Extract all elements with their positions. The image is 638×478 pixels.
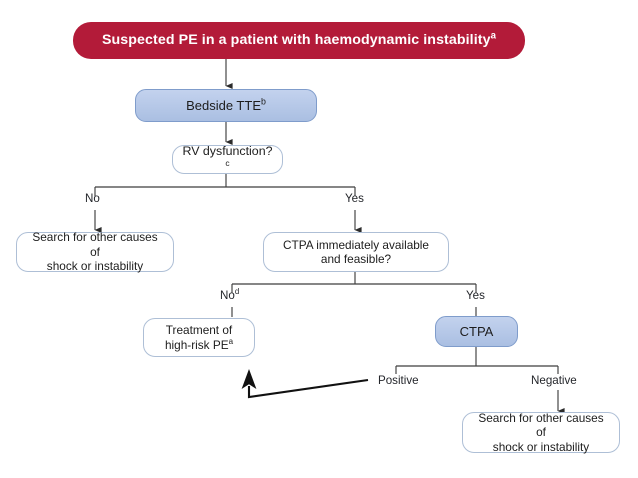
edge-label-rv-yes: Yes bbox=[345, 192, 364, 205]
treatment-superscript: a bbox=[228, 336, 234, 346]
banner-superscript: a bbox=[490, 30, 497, 42]
node-ctpa-available: CTPA immediately available and feasible? bbox=[263, 232, 449, 272]
node-treatment-high-risk-pe: Treatment of high-risk PEa bbox=[143, 318, 255, 357]
treatment-line2: high-risk PEa bbox=[164, 336, 234, 352]
edge-label-ctpa-available-no: Nod bbox=[220, 287, 240, 302]
search-left-line1: Search for other causes of bbox=[32, 230, 158, 259]
banner-text: Suspected PE in a patient with haemodyna… bbox=[101, 30, 497, 48]
node-banner-suspected-pe: Suspected PE in a patient with haemodyna… bbox=[73, 22, 525, 59]
node-rv-dysfunction: RV dysfunction?c bbox=[172, 144, 283, 174]
rv-dysfunction-text: RV dysfunction?c bbox=[182, 144, 273, 168]
edge-label-ctpa-available-yes: Yes bbox=[466, 289, 485, 302]
node-ctpa: CTPA bbox=[435, 316, 518, 347]
edge-label-ctpa-positive: Positive bbox=[378, 374, 419, 387]
node-search-other-causes-right: Search for other causes of shock or inst… bbox=[462, 410, 620, 454]
bedside-tte-superscript: b bbox=[261, 96, 266, 107]
ctpa-available-line2: and feasible? bbox=[320, 252, 392, 266]
search-right-line2: shock or instability bbox=[492, 439, 590, 454]
search-left-line2: shock or instability bbox=[46, 259, 144, 274]
treatment-line1: Treatment of bbox=[165, 323, 233, 338]
edge-label-ctpa-available-no-superscript: d bbox=[234, 287, 240, 297]
edge-label-ctpa-negative: Negative bbox=[531, 374, 577, 387]
search-right-line1: Search for other causes of bbox=[478, 410, 604, 440]
node-bedside-tte: Bedside TTEb bbox=[135, 89, 317, 122]
node-search-other-causes-left: Search for other causes of shock or inst… bbox=[16, 230, 174, 274]
bedside-tte-text: Bedside TTEb bbox=[186, 96, 266, 113]
rv-dysfunction-superscript: c bbox=[225, 157, 230, 168]
ctpa-available-line1: CTPA immediately available bbox=[283, 237, 429, 252]
ctpa-text: CTPA bbox=[459, 323, 494, 339]
edge-positive-arrowhead bbox=[241, 369, 257, 389]
edge-ctpa-positive-to-treatment bbox=[247, 378, 369, 399]
edge-label-rv-no: No bbox=[85, 192, 100, 205]
